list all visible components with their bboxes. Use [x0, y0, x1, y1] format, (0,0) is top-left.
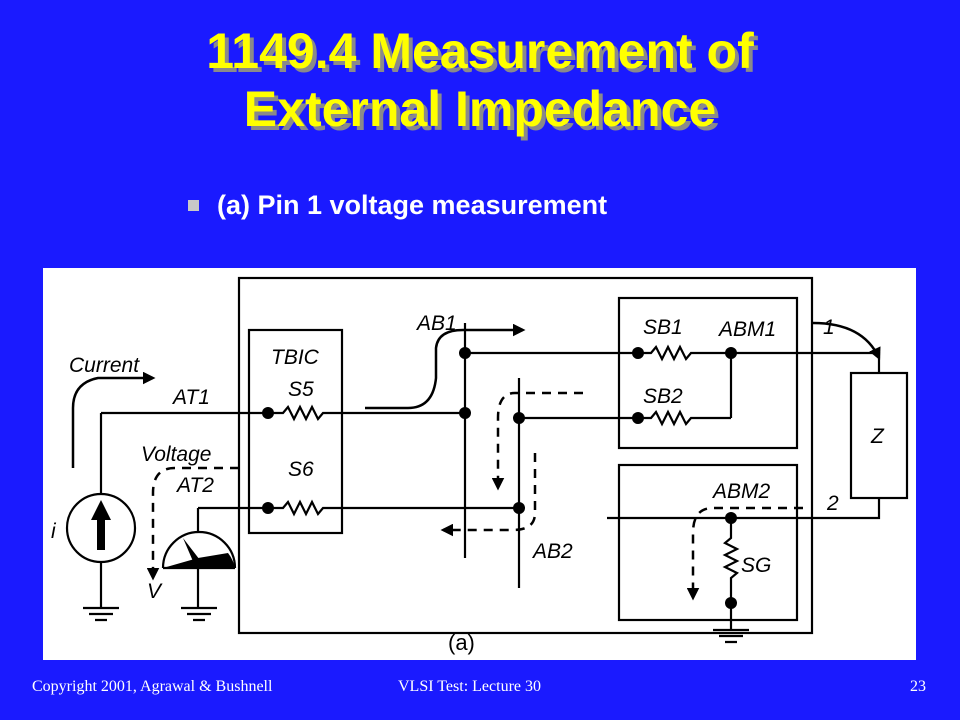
label-pin1: 1	[823, 316, 835, 339]
current-flow-ab1	[365, 323, 526, 410]
label-abm1: ABM1	[717, 318, 776, 341]
label-z: Z	[870, 425, 885, 448]
footer-page-number: 23	[910, 678, 926, 695]
bullet-text: (a) Pin 1 voltage measurement	[217, 190, 608, 220]
label-v: V	[147, 580, 163, 603]
title-line-2: External Impedance	[243, 81, 717, 137]
footer-lecture: VLSI Test: Lecture 30	[398, 678, 541, 695]
label-ab2: AB2	[531, 540, 573, 563]
label-pin2: 2	[826, 492, 839, 515]
meter-needle	[183, 538, 203, 566]
voltage-flow-ab2-down	[491, 391, 583, 491]
sg-switch	[722, 518, 740, 603]
label-i: i	[51, 520, 57, 543]
current-flow-pin1	[812, 321, 881, 361]
label-voltage: Voltage	[141, 443, 211, 466]
circuit-diagram: Current AT1 Voltage AT2 TBIC S5 S6 AB1 A…	[43, 268, 916, 660]
figure-caption: (a)	[448, 630, 475, 655]
current-arrow-icon	[91, 500, 111, 550]
ground-icon	[713, 628, 749, 644]
footer-copyright: Copyright 2001, Agrawal & Bushnell	[32, 678, 273, 695]
abm1-box	[617, 296, 799, 450]
tbic-box	[247, 328, 344, 535]
voltage-flow-ab2-left	[440, 453, 537, 537]
label-at1: AT1	[171, 386, 210, 409]
label-s5: S5	[288, 378, 314, 401]
voltmeter	[161, 530, 237, 569]
label-sb1: SB1	[643, 316, 683, 339]
current-arrow	[71, 371, 156, 468]
circuit-svg: Current AT1 Voltage AT2 TBIC S5 S6 AB1 A…	[51, 276, 909, 655]
chip-boundary	[237, 276, 814, 635]
title-line-1: 1149.4 Measurement of	[206, 23, 754, 79]
voltage-flow-sg	[686, 506, 803, 601]
label-at2: AT2	[175, 474, 214, 497]
label-sb2: SB2	[643, 385, 683, 408]
slide-title: 1149.4 Measurement of External Impedance	[0, 22, 960, 138]
bullet-item: (a) Pin 1 voltage measurement	[188, 190, 607, 221]
sb1-switch	[638, 344, 731, 362]
pin1-wire	[731, 351, 881, 373]
square-bullet-icon	[188, 200, 199, 211]
label-sg: SG	[741, 554, 771, 577]
sb2-switch	[638, 409, 731, 427]
voltage-arrow	[146, 466, 239, 581]
ground-icon-mid	[181, 606, 217, 622]
s6-switch	[268, 499, 343, 517]
label-ab1: AB1	[415, 312, 457, 335]
ground-icon-left	[83, 606, 119, 622]
abm2-box	[617, 463, 799, 622]
pin2-wire	[607, 498, 881, 520]
label-s6: S6	[288, 458, 314, 481]
label-current: Current	[69, 354, 140, 377]
label-abm2: ABM2	[711, 480, 771, 503]
s5-switch	[268, 404, 343, 422]
label-tbic: TBIC	[271, 346, 320, 369]
